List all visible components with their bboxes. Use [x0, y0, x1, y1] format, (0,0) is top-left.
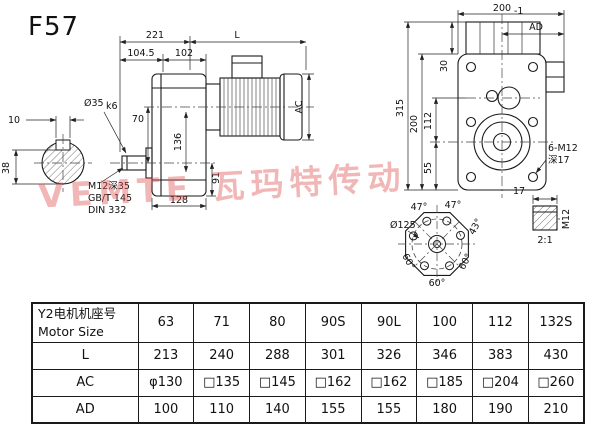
table-cell: 155: [360, 395, 418, 424]
table-header-cn: Y2电机机座号: [38, 305, 117, 321]
size-column-header: 112: [472, 302, 529, 343]
row-label: L: [31, 341, 139, 370]
page-title: F57: [28, 12, 80, 42]
table-header-row: Y2电机机座号 Motor Size 63 71 80 90S 90L 100 …: [31, 302, 585, 343]
angle-right-label: 43°: [467, 217, 485, 237]
dim-L-label: L: [234, 30, 240, 41]
table-cell: □260: [527, 368, 585, 397]
centerlines: [398, 205, 476, 283]
motor-fins: [223, 78, 277, 136]
size-column-header: 80: [249, 302, 306, 343]
dim-17-label: 17: [513, 186, 525, 197]
flange-view: [398, 205, 476, 283]
table-cell: □185: [416, 368, 473, 397]
table-cell: 140: [249, 395, 306, 424]
table-cell: 110: [193, 395, 250, 424]
size-column-header: 90S: [304, 302, 362, 343]
engineering-drawing: 221 L 104.5 102 70 136 128 91 AC Ø35 k6 …: [1, 3, 578, 289]
table-cell: 288: [249, 341, 306, 370]
size-column-header: 63: [137, 302, 195, 343]
table-cell: □162: [360, 368, 418, 397]
housing-ribs: [479, 22, 523, 54]
table-cell: □145: [249, 368, 306, 397]
centerlines: [430, 14, 556, 198]
shaft-diameter-label: Ø35: [84, 98, 104, 109]
dim-55-label: 55: [423, 162, 434, 174]
table-cell: 430: [527, 341, 585, 370]
flange-diameter-label: Ø125: [390, 220, 416, 231]
row-label: AC: [31, 368, 139, 397]
dim-128-label: 128: [170, 195, 188, 206]
size-column-header: 71: [193, 302, 250, 343]
dim-200-tolerance-label: -1: [514, 6, 523, 17]
detail-scale-label: 2:1: [537, 235, 552, 246]
table-cell: □204: [472, 368, 529, 397]
angle-top-left-label: 47°: [411, 202, 428, 213]
table-cell: 155: [304, 395, 362, 424]
size-column-header: 90L: [360, 302, 418, 343]
dim-200-top-label: 200: [493, 3, 511, 14]
dim-102-label: 102: [175, 48, 193, 59]
dim-70-label: 70: [132, 114, 144, 125]
table-cell: 190: [472, 395, 529, 424]
motor-size-header-cell: Y2电机机座号 Motor Size: [31, 302, 139, 343]
size-column-header: 132S: [527, 302, 585, 343]
table-cell: 100: [137, 395, 195, 424]
shaft-tolerance-label: k6: [106, 101, 118, 112]
note-gbt-145: GB/T 145: [88, 193, 132, 204]
dim-221-label: 221: [146, 30, 164, 41]
table-cell: 346: [416, 341, 473, 370]
table-row-AC: AC φ130 □135 □145 □162 □162 □185 □204 □2…: [31, 368, 585, 397]
dim-104_5-label: 104.5: [127, 48, 154, 59]
table-cell: 383: [472, 341, 529, 370]
table-row-L: L 213 240 288 301 326 346 383 430: [31, 341, 585, 370]
shaft-section-view: [34, 134, 92, 192]
dimension-table: Y2电机机座号 Motor Size 63 71 80 90S 90L 100 …: [31, 302, 585, 424]
table-cell: 326: [360, 341, 418, 370]
front-view-dimensions: [404, 10, 565, 191]
side-view: [110, 55, 314, 197]
table-cell: 301: [304, 341, 362, 370]
dim-AD-label: AD: [529, 22, 543, 33]
note-bolt-depth: 深17: [548, 155, 570, 166]
dim-91-label: 91: [211, 172, 222, 184]
note-bolt-pattern: 6-M12: [548, 143, 578, 154]
angle-bottom-label: 60°: [429, 278, 446, 289]
table-row-AD: AD 100 110 140 155 155 180 190 210: [31, 395, 585, 424]
detail-thread-label: M12: [561, 209, 572, 229]
table-cell: □162: [304, 368, 362, 397]
note-m12-depth: M12深35: [88, 181, 130, 192]
table-cell: φ130: [137, 368, 195, 397]
dim-315-label: 315: [395, 99, 406, 117]
table-cell: 213: [137, 341, 195, 370]
table-cell: 210: [527, 395, 585, 424]
row-label: AD: [31, 395, 139, 424]
dim-38-label: 38: [1, 162, 12, 174]
angle-top-right-label: 47°: [445, 200, 462, 211]
note-din-332: DIN 332: [88, 205, 126, 216]
centerlines: [110, 106, 314, 164]
table-header-en: Motor Size: [38, 323, 104, 339]
table-cell: □135: [193, 368, 250, 397]
dim-112-label: 112: [423, 112, 434, 130]
dim-AC-label: AC: [294, 100, 305, 113]
table-cell: 240: [193, 341, 250, 370]
front-view: [430, 14, 565, 198]
dim-200-left-label: 200: [409, 115, 420, 133]
dim-10-label: 10: [8, 115, 20, 126]
key-detail-view: [532, 195, 560, 231]
table-cell: 180: [416, 395, 473, 424]
side-view-dimensions: [12, 36, 314, 210]
size-column-header: 100: [416, 302, 473, 343]
dim-30-label: 30: [439, 60, 450, 72]
dim-136-label: 136: [173, 133, 184, 151]
